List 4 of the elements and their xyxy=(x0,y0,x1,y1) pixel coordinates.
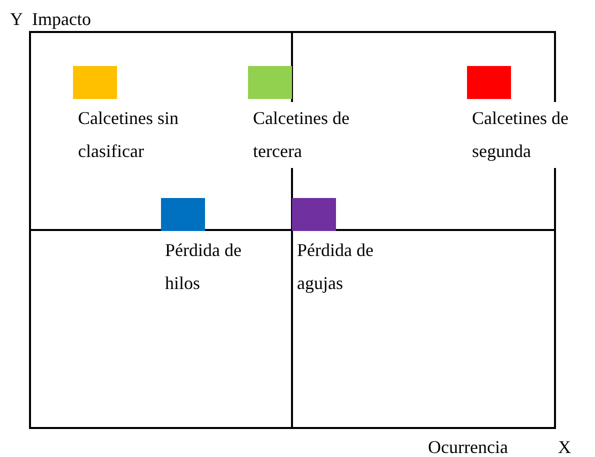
axis-title: Impacto xyxy=(32,8,91,30)
axis-title: Ocurrencia xyxy=(428,436,508,457)
axis-label: Y xyxy=(10,8,23,30)
axis-label: X xyxy=(558,436,571,457)
